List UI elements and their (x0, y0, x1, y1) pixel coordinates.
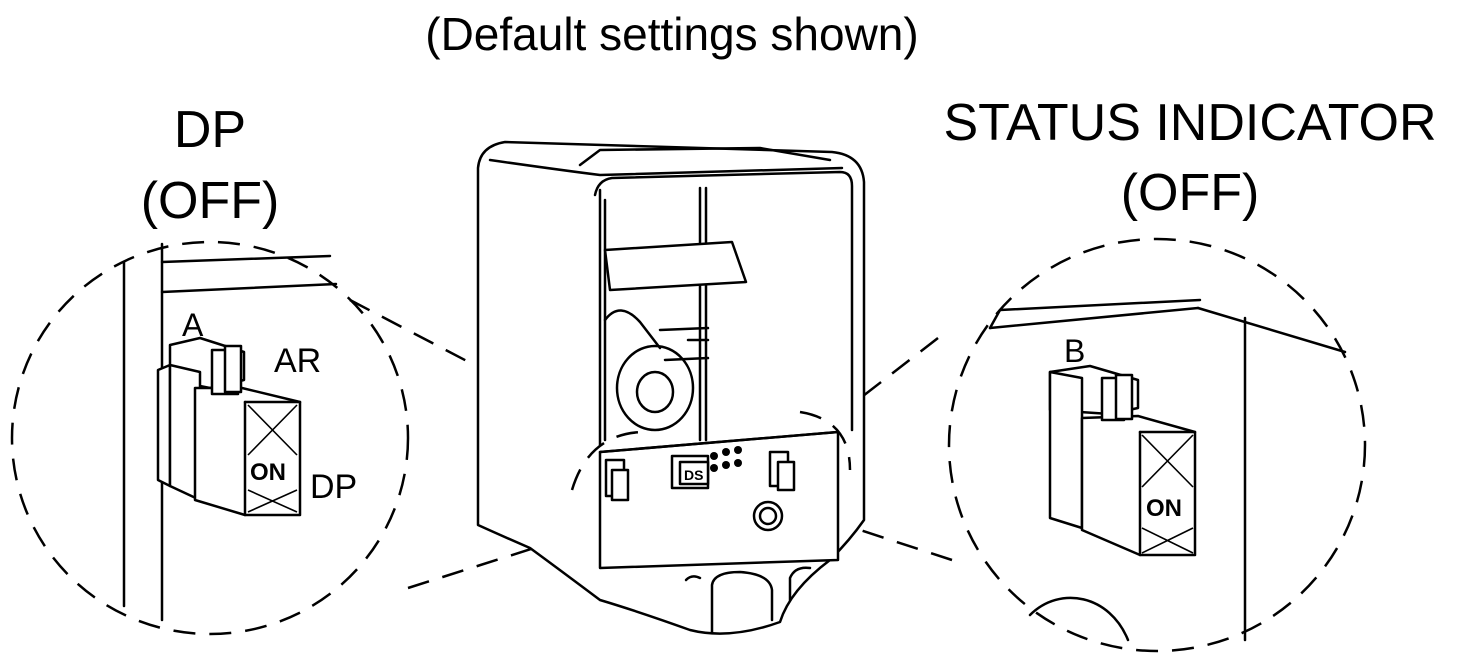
ar-label: AR (274, 342, 321, 380)
left-magnifier-circle (10, 240, 410, 636)
switch-a-letter: A (182, 307, 204, 343)
status-indicator-state: (OFF) (1121, 164, 1260, 222)
switch-b-on-marking: ON (1146, 495, 1182, 522)
switch-b-letter: B (1064, 333, 1085, 369)
dp-state: (OFF) (141, 172, 280, 230)
dp-title: DP (174, 101, 246, 159)
status-indicator-title: STATUS INDICATOR (943, 94, 1436, 152)
right-magnifier-circle (947, 237, 1367, 653)
board-marking: DS (684, 467, 703, 483)
right-switch-detail (988, 298, 1347, 642)
dp-label: DP (310, 468, 357, 506)
caption: (Default settings shown) (425, 8, 918, 60)
switch-a-on-marking: ON (250, 459, 286, 486)
device-enclosure (476, 140, 866, 635)
left-switch-detail (122, 242, 338, 622)
